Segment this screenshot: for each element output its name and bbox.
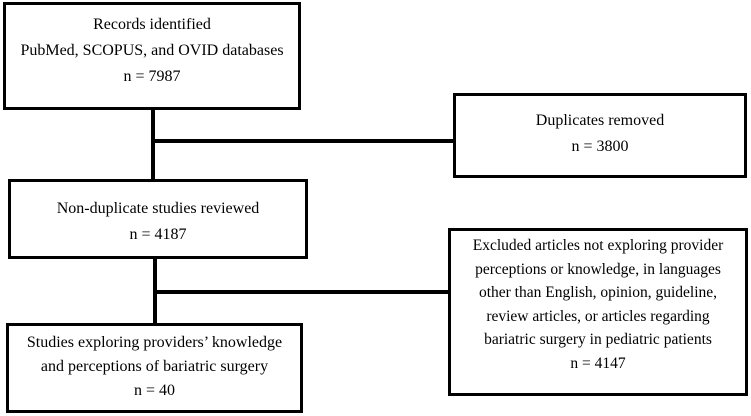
- non-duplicate-reviewed-title: Non-duplicate studies reviewed: [56, 200, 260, 217]
- included-studies-count: n = 40: [133, 382, 176, 399]
- records-identified-sources: PubMed, SCOPUS, and OVID databases: [20, 42, 284, 59]
- included-studies-box: Studies exploring providers’ knowledge a…: [6, 323, 303, 413]
- excluded-articles-text-line1: Excluded articles not exploring provider: [472, 237, 724, 254]
- connector-branch-to-excluded: [155, 290, 448, 294]
- excluded-articles-count: n = 4147: [570, 354, 626, 372]
- excluded-articles-text-line3: other than English, opinion, guideline,: [478, 284, 718, 301]
- connector-records-to-reviewed: [151, 110, 155, 179]
- excluded-articles-text-line2: perceptions or knowledge, in languages: [475, 260, 721, 278]
- records-identified-count: n = 7987: [123, 68, 181, 85]
- records-identified-box: Records identified PubMed, SCOPUS, and O…: [3, 2, 301, 110]
- excluded-articles-text-line5: bariatric surgery in pediatric patients: [484, 331, 712, 348]
- duplicates-removed-title: Duplicates removed: [535, 112, 665, 129]
- non-duplicate-reviewed-box: Non-duplicate studies reviewed n = 4187: [8, 179, 308, 259]
- excluded-articles-text-line4: review articles, or articles regarding: [486, 307, 710, 325]
- non-duplicate-reviewed-count: n = 4187: [129, 226, 187, 243]
- included-studies-text-line1: Studies exploring providers’ knowledge: [26, 334, 283, 351]
- duplicates-removed-count: n = 3800: [571, 138, 629, 155]
- records-identified-title: Records identified: [93, 16, 211, 33]
- connector-branch-to-duplicates: [153, 139, 453, 143]
- duplicates-removed-box: Duplicates removed n = 3800: [453, 93, 747, 178]
- excluded-articles-box: Excluded articles not exploring provider…: [448, 228, 748, 396]
- included-studies-text-line2: and perceptions of bariatric surgery: [40, 358, 269, 375]
